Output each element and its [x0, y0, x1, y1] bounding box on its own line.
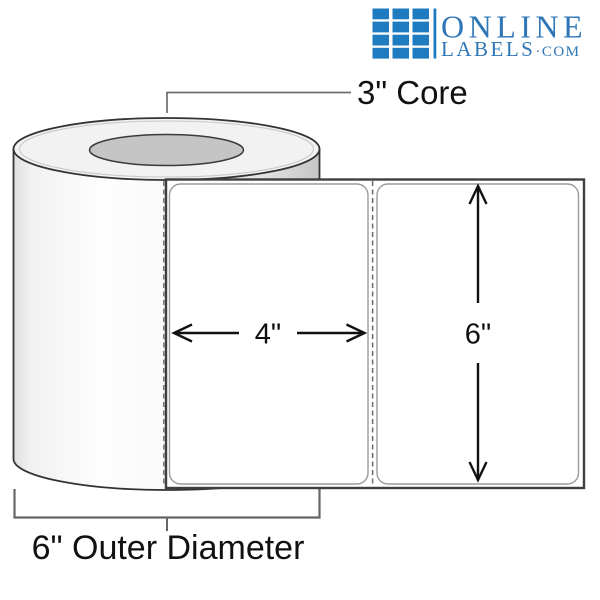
- down-arrowhead-icon: [468, 461, 488, 483]
- core-label: 3" Core: [357, 74, 468, 111]
- logo-divider-bar: [433, 8, 437, 59]
- core-leader-line: [166, 91, 351, 113]
- logo-wordmark-line1: ONLINE: [441, 9, 587, 45]
- label-1: [168, 183, 369, 485]
- height-dimension: [468, 183, 488, 483]
- roll-core: [88, 133, 245, 167]
- height-dimension-label: 6": [465, 319, 491, 351]
- logo-labels-word: LABELS: [441, 37, 535, 61]
- logo-wordmark-line2: LABELS·COM: [441, 37, 581, 61]
- up-arrowhead-icon: [468, 183, 488, 205]
- logo-com-suffix: ·COM: [535, 44, 580, 60]
- width-dimension-label: 4": [255, 319, 281, 351]
- width-dimension: [171, 323, 368, 343]
- outer-diameter-label: 6" Outer Diameter: [32, 529, 305, 567]
- outer-diameter-bracket: [13, 489, 321, 519]
- grid-icon: [372, 8, 429, 59]
- onlinelabels-logo: ONLINE LABELS·COM: [372, 8, 587, 61]
- right-arrowhead-icon: [345, 323, 368, 343]
- roll-wound-layer-line: [18, 120, 315, 178]
- left-arrowhead-icon: [171, 323, 193, 343]
